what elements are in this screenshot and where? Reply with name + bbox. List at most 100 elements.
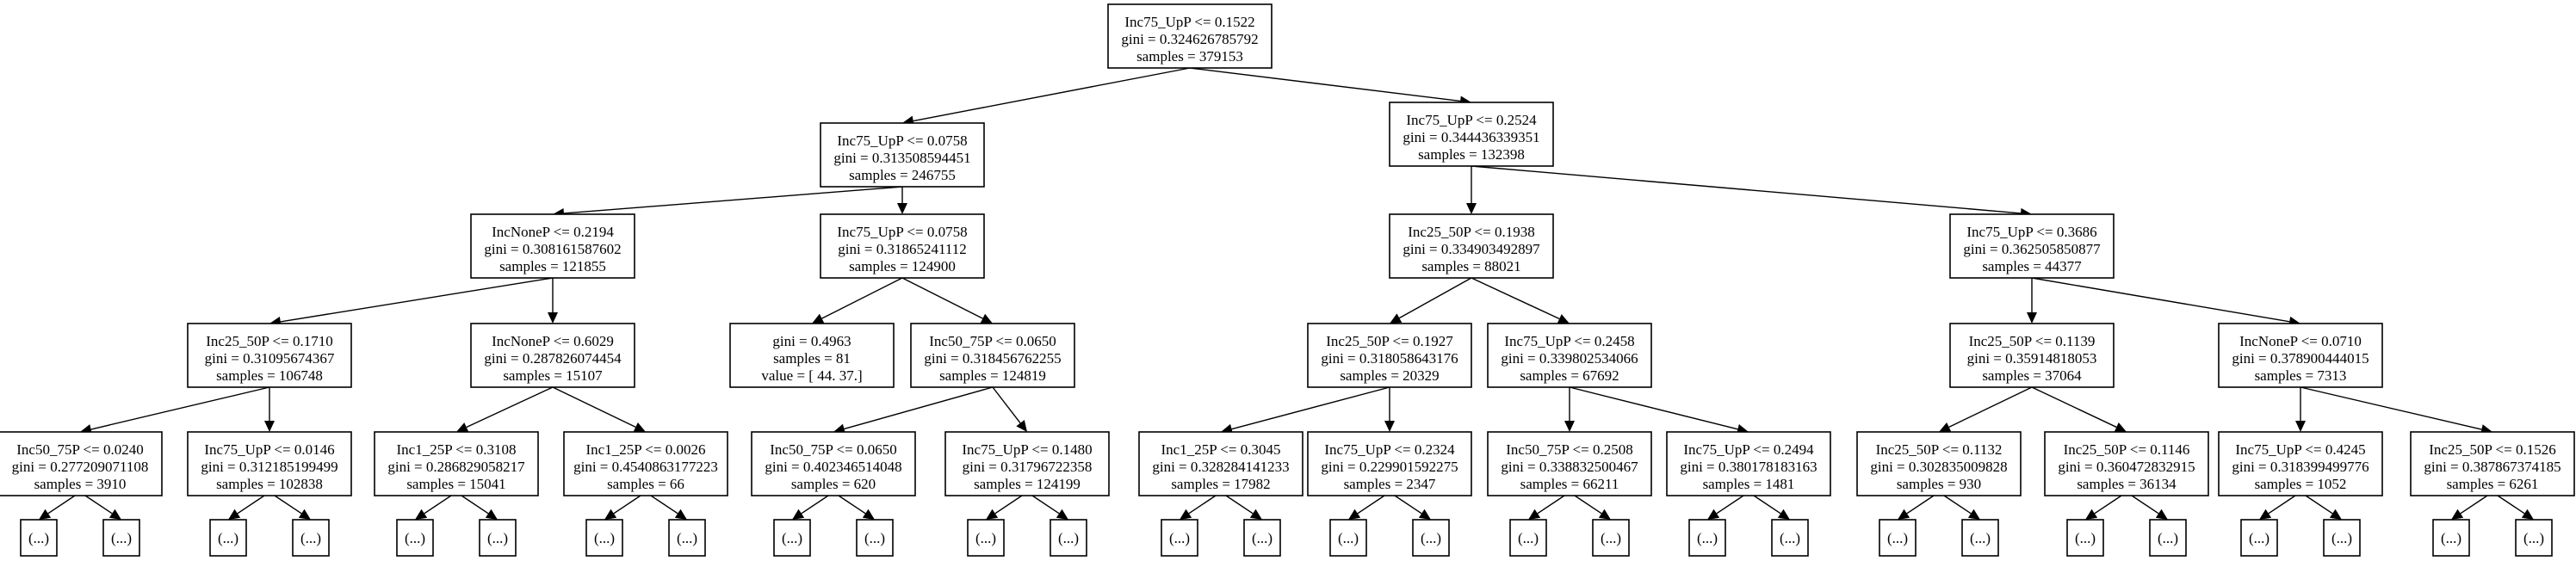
- edge-n21-leaf1-arrowhead: [1249, 509, 1262, 520]
- leaf-label: (...): [1697, 530, 1718, 546]
- edge-n20-leaf0: [994, 495, 1023, 515]
- edge-n16-leaf1: [274, 495, 302, 515]
- node-box: [470, 213, 635, 279]
- leaf-box: [668, 519, 706, 557]
- edge-n21-leaf0-arrowhead: [1180, 509, 1192, 520]
- edge-n19-leaf0-arrowhead: [792, 509, 805, 520]
- edge-n1-n4-arrowhead: [897, 203, 907, 214]
- edge-n6-n13-arrowhead: [2027, 312, 2037, 324]
- leaf-box: [1161, 519, 1198, 557]
- edge-n22-leaf1-arrowhead: [1418, 509, 1431, 520]
- node-label-line: gini = 0.324626785792: [1121, 31, 1258, 47]
- truncated-leaf-n16-0: (...): [209, 519, 247, 557]
- node-label-line: Inc25_50P <= 0.1139: [1969, 333, 2096, 349]
- edge-n17-leaf0-arrowhead: [415, 509, 428, 520]
- node-label-line: gini = 0.277209071108: [12, 459, 149, 475]
- node-label-line: samples = 20329: [1340, 367, 1439, 384]
- node-box: [2044, 431, 2209, 496]
- leaf-label: (...): [782, 530, 802, 546]
- leaf-box: [1050, 519, 1087, 557]
- node-box: [1389, 213, 1554, 279]
- leaf-box: [209, 519, 247, 557]
- leaf-box: [1688, 519, 1726, 557]
- edge-n4-n9: [821, 277, 903, 319]
- edge-n26-leaf1: [2131, 495, 2159, 515]
- leaf-box: [1592, 519, 1630, 557]
- edge-n14-n27-arrowhead: [2295, 421, 2306, 432]
- node-label-line: gini = 0.318456762255: [924, 350, 1061, 367]
- edge-n2-n6: [1471, 165, 2022, 214]
- truncated-leaf-n26-1: (...): [2149, 519, 2187, 557]
- truncated-leaf-n18-1: (...): [668, 519, 706, 557]
- node-label-line: samples = 17982: [1171, 476, 1270, 492]
- node-label-line: gini = 0.31796722358: [963, 459, 1093, 475]
- edge-n25-leaf1-arrowhead: [1967, 509, 1980, 520]
- edge-n19-leaf1: [838, 495, 866, 515]
- edge-n23-leaf1: [1574, 495, 1602, 515]
- node-label-line: Inc1_25P <= 0.3108: [397, 441, 517, 458]
- edge-n12-n23-arrowhead: [1564, 421, 1575, 432]
- node-label-line: IncNoneP <= 0.0710: [2239, 333, 2362, 349]
- leaf-label: (...): [1338, 530, 1359, 546]
- node-label-line: Inc50_75P <= 0.2508: [1506, 441, 1632, 458]
- node-box: [563, 431, 728, 496]
- node-label-line: samples = 246755: [849, 167, 956, 183]
- node-label-line: Inc50_75P <= 0.0650: [929, 333, 1056, 349]
- edge-n19-leaf1-arrowhead: [862, 509, 875, 520]
- truncated-leaf-n19-1: (...): [856, 519, 894, 557]
- edge-n23-leaf0: [1537, 495, 1565, 515]
- node-label-line: gini = 0.313508594451: [833, 150, 970, 166]
- node-label-line: Inc75_UpP <= 0.2494: [1683, 441, 1814, 458]
- truncated-leaf-n28-1: (...): [2515, 519, 2553, 557]
- leaf-box: [292, 519, 330, 557]
- truncated-leaf-n18-0: (...): [585, 519, 623, 557]
- leaf-box: [2515, 519, 2553, 557]
- leaf-box: [2149, 519, 2187, 557]
- edge-n28-leaf1: [2497, 495, 2525, 515]
- node-label-line: samples = 66211: [1520, 476, 1619, 492]
- node-label-line: samples = 124900: [849, 258, 956, 274]
- node-label-line: gini = 0.302835009828: [1870, 459, 2007, 475]
- edge-n11-n22-arrowhead: [1384, 421, 1395, 432]
- node-box: [1666, 431, 1831, 496]
- node-label-line: gini = 0.318399499776: [2232, 459, 2369, 475]
- truncated-leaf-n27-1: (...): [2323, 519, 2361, 557]
- node-box: [1138, 431, 1303, 496]
- node-label-line: gini = 0.287826074454: [484, 350, 622, 367]
- edge-n16-leaf1-arrowhead: [298, 509, 311, 520]
- leaf-label: (...): [1601, 530, 1621, 546]
- edge-n24-leaf1: [1753, 495, 1781, 515]
- node-box: [187, 323, 352, 388]
- leaf-box: [967, 519, 1005, 557]
- node-box: [1307, 431, 1472, 496]
- edge-n28-leaf0-arrowhead: [2451, 509, 2464, 520]
- truncated-leaf-n22-1: (...): [1412, 519, 1450, 557]
- node-label-line: samples = 620: [791, 476, 876, 492]
- edge-n21-leaf0: [1188, 495, 1217, 515]
- node-label-line: samples = 3910: [34, 476, 127, 492]
- edge-n23-leaf0-arrowhead: [1528, 509, 1541, 520]
- node-label-line: Inc50_75P <= 0.0650: [770, 441, 896, 458]
- truncated-leaf-n24-0: (...): [1688, 519, 1726, 557]
- node-box: [470, 323, 635, 388]
- edge-n13-n25-arrowhead: [1939, 422, 1952, 432]
- node-box: [944, 431, 1110, 496]
- node-label-line: gini = 0.338832500467: [1501, 459, 1638, 475]
- edge-n10-n20: [992, 386, 1021, 424]
- edge-n18-leaf1: [650, 495, 678, 515]
- node-label-line: Inc25_50P <= 0.1927: [1326, 333, 1453, 349]
- node-box: [729, 323, 895, 388]
- node-label-line: samples = 7313: [2255, 367, 2347, 384]
- node-label-line: samples = 132398: [1418, 146, 1525, 163]
